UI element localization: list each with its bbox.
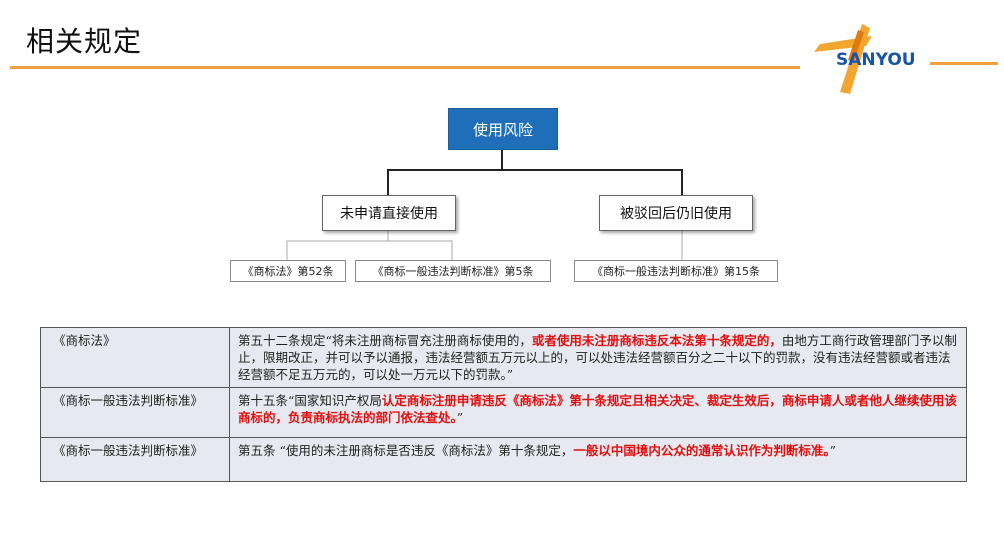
highlight-text: 一般以中国境内公众的通常认识作为判断标准。 [573,443,830,458]
table-row: 《商标一般违法判断标准》 第五条 “使用的未注册商标是否违反《商标法》第十条规定… [40,437,967,482]
content-cell: 第五十二条规定“将未注册商标冒充注册商标使用的，或者使用未注册商标违反本法第十条… [229,327,967,388]
tree-connectors [286,148,683,260]
content-text: 第十五条“国家知识产权局 [238,393,382,408]
title-underline [10,66,800,69]
content-text: ” [456,410,464,425]
table-row: 《商标法》 第五十二条规定“将未注册商标冒充注册商标使用的，或者使用未注册商标违… [40,327,967,388]
branch-node-unregistered: 未申请直接使用 [322,195,456,231]
content-cell: 第五条 “使用的未注册商标是否违反《商标法》第十条规定，一般以中国境内公众的通常… [229,437,967,482]
content-cell: 第十五条“国家知识产权局认定商标注册申请违反《商标法》第十条规定且相关决定、裁定… [229,387,967,438]
leaf-node: 《商标一般违法判断标准》第5条 [355,260,551,282]
table-row: 《商标一般违法判断标准》 第十五条“国家知识产权局认定商标注册申请违反《商标法》… [40,387,967,438]
content-text: 第五十二条规定“将未注册商标冒充注册商标使用的， [238,333,532,348]
content-text: 第五条 “使用的未注册商标是否违反《商标法》第十条规定， [238,443,574,458]
title-underline-right [930,62,998,65]
root-node: 使用风险 [448,108,558,150]
source-cell: 《商标一般违法判断标准》 [40,437,230,482]
leaf-node: 《商标法》第52条 [230,260,346,282]
sanyou-logo [814,24,872,94]
regulation-table: 《商标法》 第五十二条规定“将未注册商标冒充注册商标使用的，或者使用未注册商标违… [40,327,967,482]
content-text: 由地方工商行政管理部门予以制止，限期改正，并可以予以通报，违法经营额五万元以上的… [238,333,957,382]
leaf-node: 《商标一般违法判断标准》第15条 [574,260,778,282]
source-cell: 《商标一般违法判断标准》 [40,387,230,438]
branch-node-rejected: 被驳回后仍旧使用 [599,195,753,231]
content-text: ” [829,443,837,458]
page-title: 相关规定 [26,25,143,58]
highlight-text: 或者使用未注册商标违反本法第十条规定的， [531,333,782,348]
logo-text: SANYOU [836,50,916,70]
highlight-text: 认定商标注册申请违反《商标法》第十条规定且相关决定、裁定生效后，商标申请人或者他… [238,393,957,425]
source-cell: 《商标法》 [40,327,230,388]
